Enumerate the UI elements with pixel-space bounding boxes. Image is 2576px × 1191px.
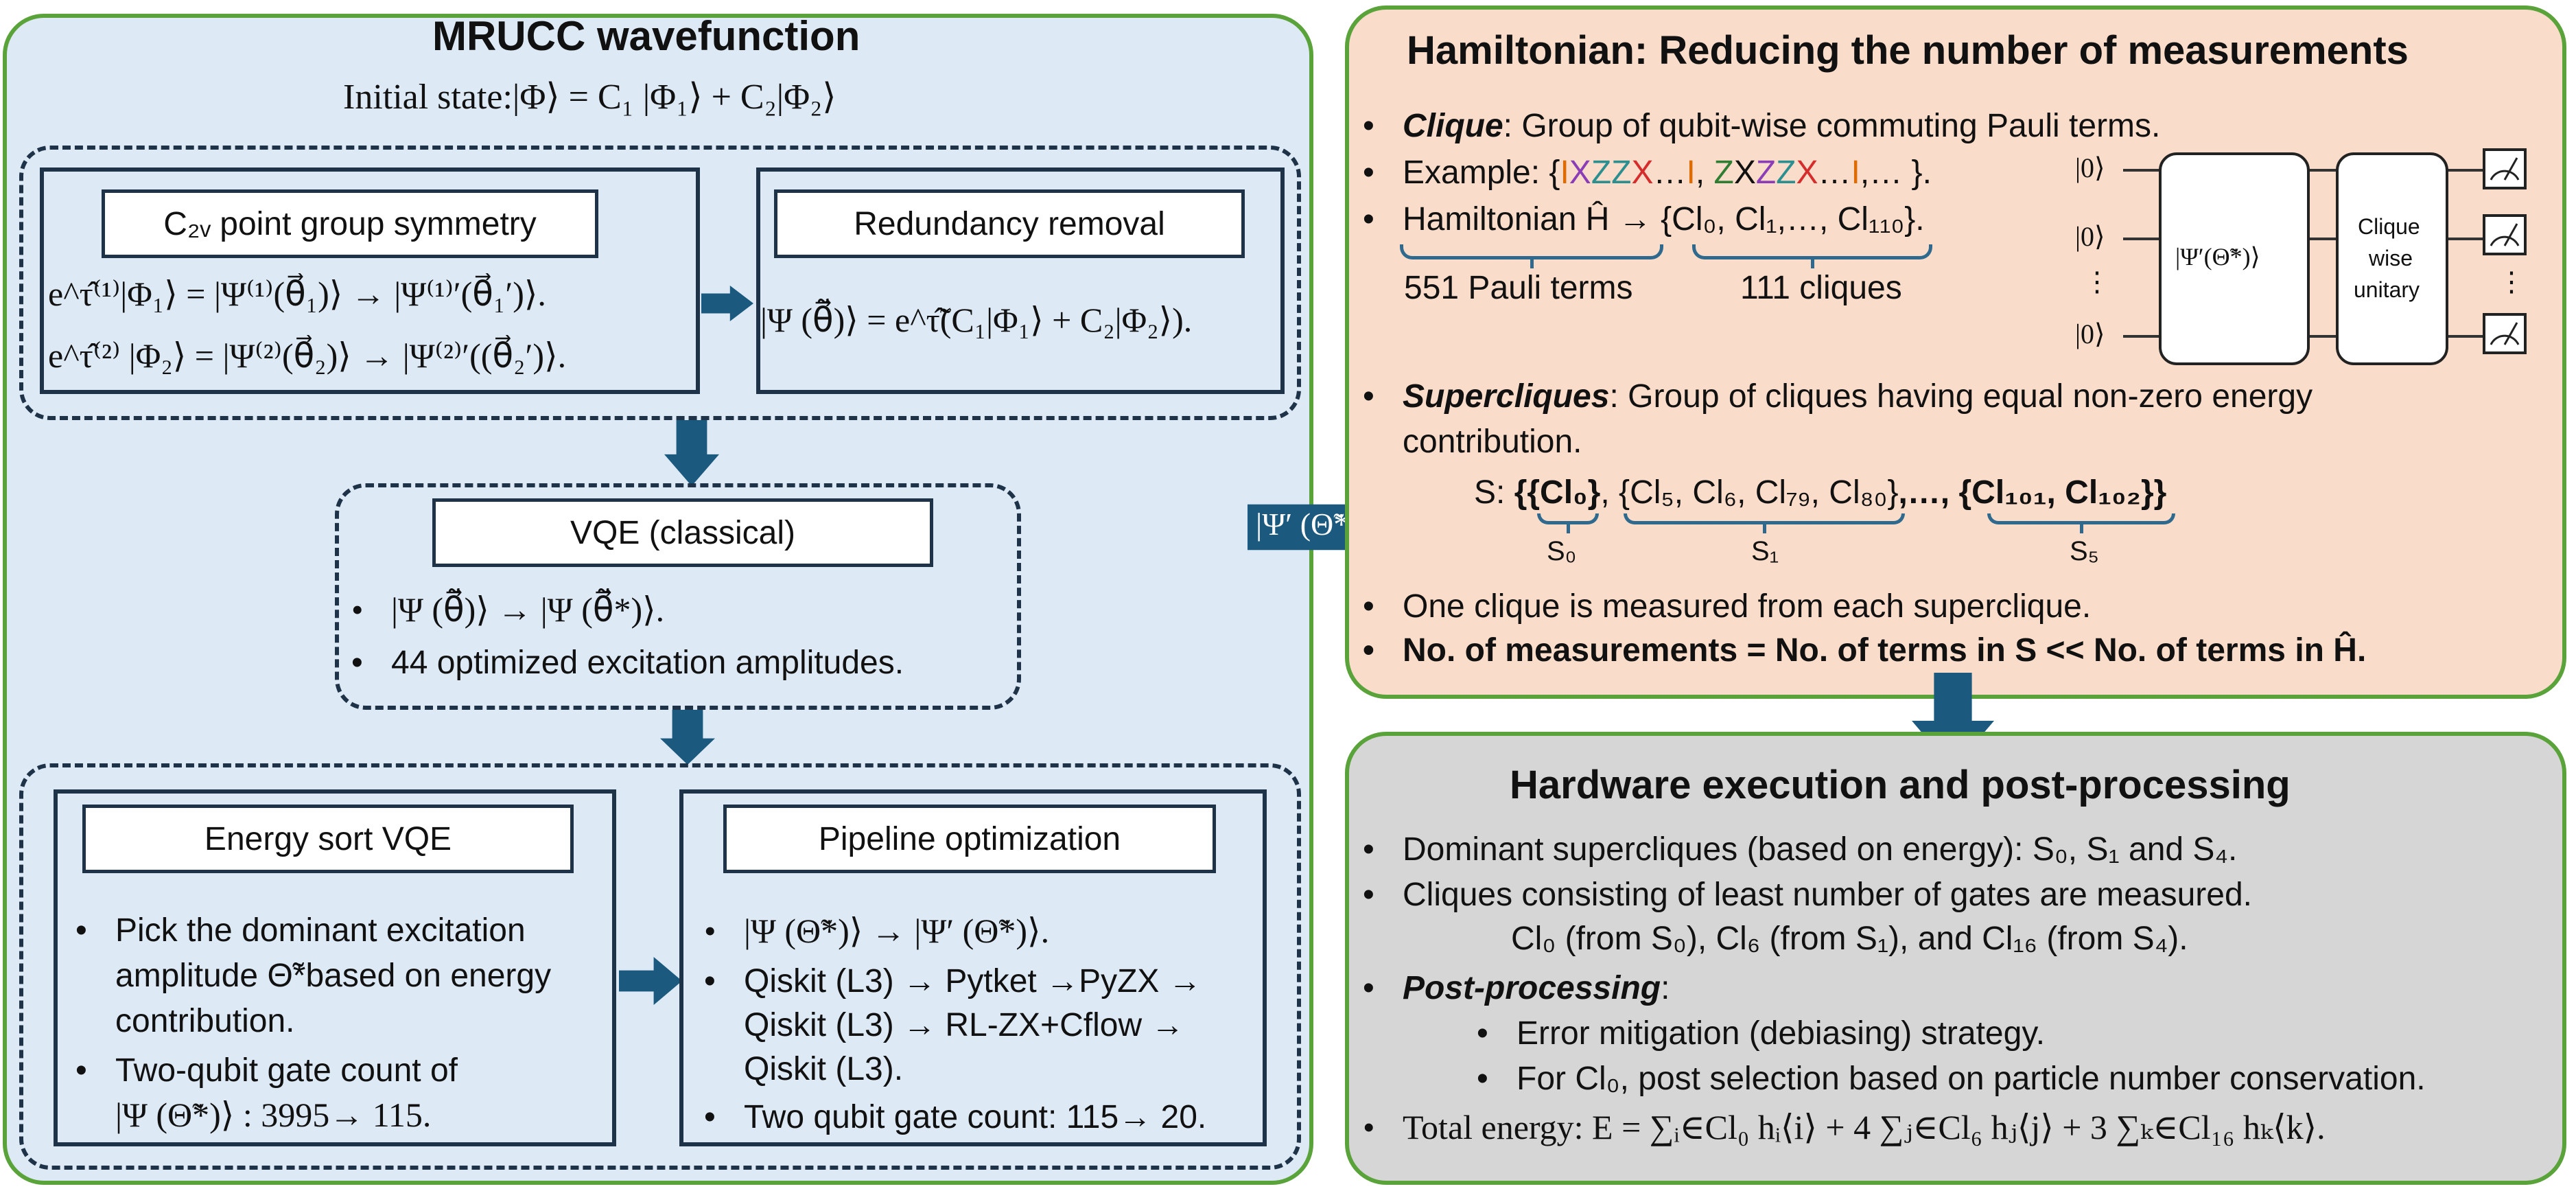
energy-sort-bullet-2-line-2: |Ψ (Θ̃*)⟩ : 3995→ 115. [115, 1096, 432, 1134]
ket-0-c: |0⟩ [2075, 319, 2105, 349]
cliques-count: 111 cliques [1740, 270, 1902, 306]
cliques-measured: Cliques consisting of least number of ga… [1363, 876, 2252, 914]
error-mitigation: Error mitigation (debiasing) strategy. [1477, 1015, 2045, 1052]
ket-dots: ⋮ [2083, 266, 2111, 297]
clique-unitary-block [2336, 152, 2448, 365]
dominant-supercliques: Dominant supercliques (based on energy):… [1363, 831, 2237, 868]
energy-sort-bullet-1-line-2: amplitude Θ̃*based on energy [115, 958, 552, 994]
energy-sort-bullet-1-line-3: contribution. [115, 1003, 295, 1039]
pauli-term-1: IXZZX…I [1560, 154, 1696, 191]
pipeline-bullet-2-line-1: Qiskit (L3) → Pytket →PyZX → [704, 962, 1202, 1000]
clique-definition: Clique: Group of qubit-wise commuting Pa… [1363, 107, 2161, 145]
pipeline-bullet-2-line-2: Qiskit (L3) → RL-ZX+Cflow → [744, 1007, 1184, 1043]
hamiltonian-title: Hamiltonian: Reducing the number of meas… [1407, 28, 2409, 73]
c2v-label: C₂ᵥ point group symmetry [102, 189, 598, 258]
measurement-count: No. of measurements = No. of terms in S … [1363, 632, 2366, 669]
vqe-dashed [335, 483, 1021, 710]
pipeline-bullet-1: |Ψ (Θ̃*)⟩ → |Ψ′ (Θ̃*)⟩. [704, 912, 1049, 951]
redundancy-equation: |Ψ (θ⃗̃)⟩ = e^τ̃̂(C₁|Φ₁⟩ + C₂|Φ₂⟩). [760, 301, 1193, 339]
s1-brace [1624, 513, 1905, 533]
pipeline-label: Pipeline optimization [723, 805, 1216, 873]
mrucc-title: MRUCC wavefunction [432, 13, 860, 59]
s1-label: S₁ [1751, 536, 1779, 566]
cliques-measured-detail: Cl₀ (from S₀), Cl₆ (from S₁), and Cl₁₆ (… [1511, 921, 2188, 957]
pauli-terms-count: 551 Pauli terms [1404, 270, 1633, 306]
post-selection: For Cl₀, post selection based on particl… [1477, 1060, 2426, 1098]
state-prep-block [2159, 152, 2310, 365]
superclique-text: : Group of cliques having equal non-zero… [1609, 378, 2313, 415]
optimization-group-dashed [19, 763, 1301, 1170]
c2v-equation-2: e^τ̂⁽²⁾ |Φ₂⟩ = |Ψ⁽²⁾(θ⃗₂)⟩ → |Ψ⁽²⁾′((θ⃗₂… [48, 336, 567, 375]
unitary-label-3: unitary [2354, 277, 2420, 302]
s-group-1: , {Cl₅, Cl₆, Cl₇₉, Cl₈₀} [1600, 474, 1899, 511]
pipeline-bullet-3: Two qubit gate count: 115→ 20. [704, 1098, 1206, 1136]
unitary-label-1: Clique [2358, 214, 2420, 239]
superclique-text-2: contribution. [1403, 424, 1582, 460]
wire-3 [2123, 335, 2507, 338]
vqe-bullet-1: |Ψ (θ⃗̃)⟩ → |Ψ (θ⃗̃*)⟩. [351, 590, 664, 630]
superclique-heading: Supercliques [1403, 378, 1610, 415]
pauli-terms-brace [1400, 244, 1663, 268]
clique-text: : Group of qubit-wise commuting Pauli te… [1503, 108, 2161, 144]
s-prefix: S: [1474, 474, 1514, 511]
clique-heading: Clique [1403, 108, 1503, 144]
pauli-term-2: ZXZZX…I [1713, 154, 1860, 191]
example-line: Example: {IXZZX…I, ZXZZX…I,… }. [1363, 154, 1932, 192]
measurement-dots: ⋮ [2498, 266, 2525, 297]
c2v-equation-1: e^τ̂⁽¹⁾|Φ₁⟩ = |Ψ⁽¹⁾(θ⃗₁)⟩ → |Ψ⁽¹⁾′(θ⃗₁′)… [48, 275, 546, 313]
vqe-bullet-2: 44 optimized excitation amplitudes. [351, 644, 904, 682]
ket-0-b: |0⟩ [2075, 221, 2105, 252]
state-prep-label: |Ψ′(Θ̃*)⟩ [2175, 243, 2260, 270]
vqe-label: VQE (classical) [432, 498, 933, 567]
wire-2 [2123, 238, 2507, 240]
superclique-definition: Supercliques: Group of cliques having eq… [1363, 378, 2313, 415]
superclique-set: S: {{Cl₀}, {Cl₅, Cl₆, Cl₇₉, Cl₈₀},…, {Cl… [1474, 474, 2166, 511]
energy-sort-bullet-1-line-1: Pick the dominant excitation [75, 912, 526, 949]
energy-sort-bullet-2-line-1: Two-qubit gate count of [75, 1052, 458, 1089]
unitary-label-2: wise [2369, 246, 2413, 270]
hardware-title: Hardware execution and post-processing [1510, 763, 2291, 807]
example-tail: ,… }. [1860, 154, 1932, 191]
s-group-0: {{Cl₀} [1514, 474, 1601, 511]
ket-0-a: |0⟩ [2075, 152, 2105, 183]
s-group-2: ,…, {Cl₁₀₁, Cl₁₀₂}} [1898, 474, 2167, 511]
s5-label: S₅ [2070, 536, 2099, 566]
redundancy-label: Redundancy removal [774, 189, 1245, 258]
one-clique-per-superclique: One clique is measured from each supercl… [1363, 588, 2091, 625]
energy-sort-label: Energy sort VQE [82, 805, 574, 873]
example-label: Example: { [1403, 154, 1560, 191]
total-energy: Total energy: E = ∑ᵢ∈Cl₀ hᵢ⟨i⟩ + 4 ∑ⱼ∈Cl… [1363, 1108, 2326, 1148]
initial-state: Initial state:|Φ⟩ = C₁ |Φ₁⟩ + C₂|Φ₂⟩ [343, 78, 836, 117]
measurement-icon-3 [2483, 313, 2527, 354]
measurement-icon-2 [2483, 214, 2527, 255]
wire-1 [2123, 169, 2507, 172]
cliques-brace [1692, 244, 1932, 268]
s0-label: S₀ [1547, 536, 1577, 566]
s5-brace [1987, 513, 2175, 533]
measurement-icon-1 [2483, 148, 2527, 189]
post-processing-heading: Post-processing: [1363, 969, 1670, 1007]
s0-brace [1537, 513, 1599, 533]
symmetry-group-dashed [19, 146, 1301, 420]
pipeline-bullet-2-line-3: Qiskit (L3). [744, 1051, 904, 1087]
hamiltonian-cliques-line: Hamiltonian Ĥ → {Cl₀, Cl₁,…, Cl₁₁₀}. [1363, 200, 1925, 238]
